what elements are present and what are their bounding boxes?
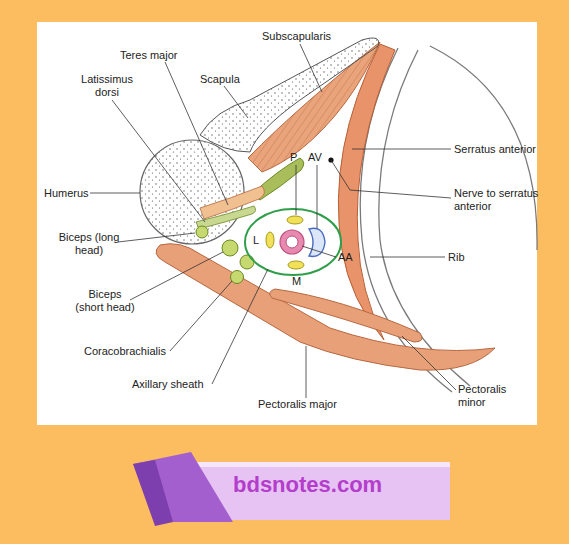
leader-lines — [90, 44, 456, 398]
pectoralis-major-muscle — [156, 244, 495, 370]
pectoralis-minor-muscle — [270, 289, 422, 342]
leader-line — [402, 336, 456, 390]
part-label: Scapula — [200, 73, 250, 86]
leader-line — [352, 149, 451, 150]
part-label: Pectoralis minor — [458, 383, 518, 409]
part-label: Teres major — [120, 49, 200, 62]
leader-line — [212, 269, 268, 384]
rib-outline — [379, 50, 470, 386]
axillary-sheath — [245, 209, 341, 275]
artery-lumen — [286, 236, 298, 248]
biceps-short-head — [222, 240, 238, 256]
part-label: Axillary sheath — [132, 378, 232, 391]
leader-line — [317, 165, 318, 228]
leader-line — [112, 100, 205, 222]
banner-ribbon: bdsnotes.com — [125, 450, 450, 526]
leader-line — [130, 252, 223, 300]
part-label: AA — [338, 251, 360, 264]
part-label: Humerus — [44, 187, 94, 200]
part-label: Latissimus dorsi — [76, 73, 138, 99]
humerus-bone — [140, 140, 244, 244]
leader-line — [296, 165, 297, 215]
medial-cord — [288, 261, 304, 269]
axillary-vein — [309, 228, 325, 256]
coracobrachialis-muscle — [231, 271, 244, 284]
leader-line — [370, 257, 445, 258]
part-label: Pectoralis major — [258, 398, 368, 411]
part-label: M — [292, 275, 306, 288]
lateral-cord — [266, 232, 274, 248]
leader-line — [90, 193, 140, 194]
leader-line — [306, 346, 307, 398]
ribbon-highlight — [160, 462, 450, 467]
part-label: Coracobrachialis — [84, 345, 184, 358]
part-label: L — [253, 234, 263, 247]
leader-line — [302, 246, 336, 257]
part-label: Rib — [448, 251, 478, 264]
axillary-artery — [280, 230, 304, 254]
ribbon-fold-shadow — [133, 460, 173, 526]
part-label: Biceps (short head) — [74, 288, 136, 314]
part-label: Nerve to serratus anterior — [454, 187, 544, 213]
part-label: Subscapularis — [262, 30, 342, 43]
scapula-bone — [200, 38, 379, 152]
biceps-long-head — [196, 226, 208, 238]
posterior-cord — [287, 216, 303, 224]
leader-line — [300, 44, 322, 92]
part-label: AV — [308, 151, 330, 164]
leader-line — [331, 160, 451, 198]
part-label: Biceps (long head) — [58, 231, 120, 257]
leader-line — [224, 86, 248, 118]
latissimus-dorsi-tendon — [196, 206, 256, 229]
part-label: Serratus anterior — [454, 143, 544, 156]
leader-line — [170, 281, 232, 351]
leader-line — [118, 233, 195, 242]
watermark-text: bdsnotes.com — [233, 472, 382, 498]
panel-background — [37, 22, 537, 425]
part-label: P — [290, 151, 304, 164]
biceps-short-head — [240, 255, 254, 269]
